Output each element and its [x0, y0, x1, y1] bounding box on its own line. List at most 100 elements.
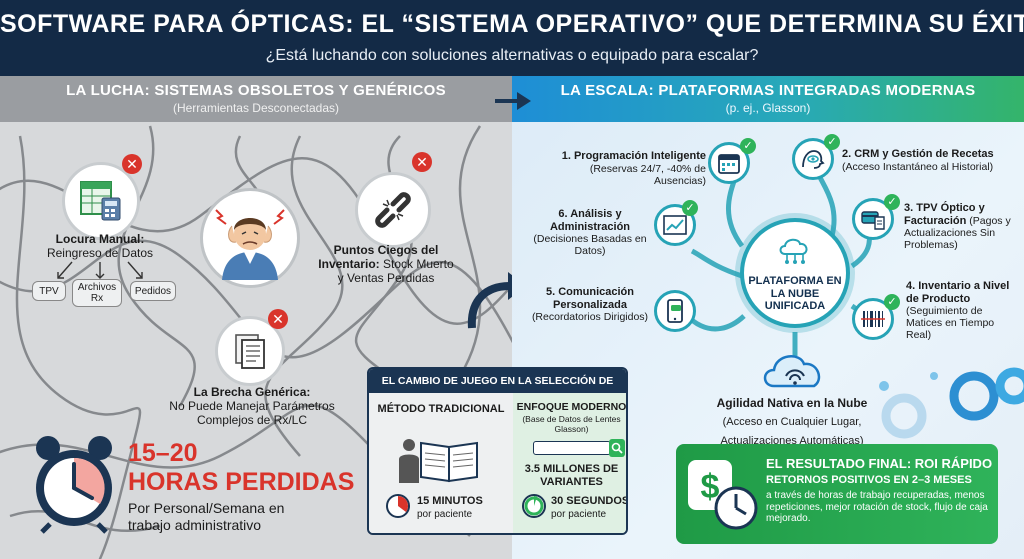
gears-icon	[879, 367, 1024, 439]
feature-5-title: 5. Comunicación Personalizada	[545, 286, 635, 311]
hub-label: PLATAFORMA EN LA NUBE UNIFICADA	[748, 275, 842, 313]
traditional-method: MÉTODO TRADICIONAL 15 MINUTOS por pacien…	[369, 393, 513, 533]
modern-title: ENFOQUE MODERNO	[516, 401, 627, 413]
modern-time: 30 SEGUNDOS	[551, 495, 628, 507]
timer-red-icon	[386, 494, 410, 518]
stressed-person-icon	[215, 209, 285, 280]
feature-3-desc: (Pagos y Actualizaciones Sin Problemas)	[904, 214, 1011, 252]
check-icon: ✓	[884, 194, 900, 210]
manual-arrows	[57, 261, 143, 279]
generic-text: La Brecha Genérica: No Puede Manejar Par…	[162, 385, 342, 427]
error-x-icon: ✕	[412, 152, 432, 172]
modern-unit: por paciente	[551, 509, 607, 520]
inventory-text: Puntos Ciegos del Inventario: Stock Muer…	[318, 243, 454, 285]
left-panel: LA LUCHA: SISTEMAS OBSOLETOS Y GENÉRICOS…	[0, 76, 512, 559]
left-subheading: (Herramientas Desconectadas)	[172, 101, 340, 115]
feature-5-desc: (Recordatorios Dirigidos)	[531, 311, 649, 324]
documents-icon	[235, 334, 265, 369]
lens-selection-card: EL CAMBIO DE JUEGO EN LA SELECCIÓN DE LE…	[367, 367, 628, 535]
feature-6-desc: (Decisiones Basadas en Datos)	[533, 233, 647, 258]
right-heading: LA ESCALA: PLATAFORMAS INTEGRADAS MODERN…	[560, 82, 976, 99]
pill-tpv: TPV	[32, 281, 66, 301]
page-subtitle: ¿Está luchando con soluciones alternativ…	[265, 47, 759, 64]
check-icon: ✓	[824, 134, 840, 150]
feature-3: 3. TPV Óptico y Facturación (Pagos y Act…	[904, 202, 1020, 251]
result-title: EL RESULTADO FINAL: ROI RÁPIDO	[766, 456, 993, 471]
lost-hours-sub2: trabajo administrativo	[128, 517, 262, 533]
traditional-unit: por paciente	[417, 509, 473, 520]
feature-5: 5. Comunicación Personalizada (Recordato…	[530, 286, 650, 323]
feature-2-title: 2. CRM y Gestión de Recetas	[842, 148, 994, 160]
pill-archivos: Archivos Rx	[72, 279, 122, 307]
feature-4-desc: (Seguimiento de Matices en Tiempo Real)	[906, 305, 995, 342]
inventory-sub: Stock Muerto y Ventas Perdidas	[337, 256, 454, 285]
calendar-icon	[718, 154, 740, 174]
broken-chain-icon	[375, 192, 411, 228]
cloud-text: Agilidad Nativa en la Nube (Acceso en Cu…	[692, 394, 892, 449]
feature-6: 6. Análisis y Administración (Decisiones…	[530, 208, 650, 257]
pill-pedidos: Pedidos	[130, 281, 176, 301]
feature-3-title: 3. TPV Óptico y Facturación	[904, 202, 985, 227]
curved-arrow-icon	[467, 272, 512, 329]
cloud-network-icon	[779, 238, 808, 264]
cloud-title: Agilidad Nativa en la Nube	[716, 396, 868, 410]
check-icon: ✓	[682, 200, 698, 216]
variants-count: 3.5 MILLONES DE VARIANTES	[524, 463, 619, 488]
money-clock-icon: $	[688, 460, 758, 530]
modern-sub: (Base de Datos de Lentes Glasson)	[522, 414, 621, 434]
lost-hours-label: HORAS PERDIDAS	[128, 468, 355, 496]
lens-search-button[interactable]	[609, 439, 625, 457]
feature-6-title: 6. Análisis y Administración	[549, 208, 631, 233]
manual-title: Locura Manual:	[55, 232, 145, 246]
lost-hours-sub1: Por Personal/Semana en	[128, 500, 285, 516]
result-card: $ EL RESULTADO FINAL: ROI RÁPIDO RETORNO…	[676, 444, 998, 544]
cloud-platform-hub: PLATAFORMA EN LA NUBE UNIFICADA	[740, 218, 850, 328]
feature-4: 4. Inventario a Nivel de Producto (Segui…	[906, 280, 1020, 341]
open-book-person-icon	[399, 439, 478, 483]
generic-title: La Brecha Genérica:	[193, 385, 311, 399]
check-icon: ✓	[884, 294, 900, 310]
feature-1-title: 1. Programación Inteligente	[561, 150, 706, 162]
barcode-icon	[861, 311, 885, 327]
generic-sub: No Puede Manejar Parámetros Complejos de…	[169, 398, 335, 427]
feature-node-scheduling	[708, 142, 750, 184]
check-icon: ✓	[740, 138, 756, 154]
modern-method: ENFOQUE MODERNO (Base de Datos de Lentes…	[513, 393, 628, 533]
manual-circle	[62, 162, 140, 240]
cloud-wifi-icon	[763, 355, 821, 388]
page-title: SOFTWARE PARA ÓPTICAS: EL “SISTEMA OPERA…	[0, 10, 1024, 38]
feature-4-title: 4. Inventario a Nivel de Producto	[906, 280, 1010, 305]
alarm-clock-icon	[36, 436, 112, 534]
inventory-title: Puntos Ciegos del Inventario:	[318, 243, 439, 271]
inventory-circle	[355, 172, 431, 248]
cloud-sub: (Acceso en Cualquier Lugar, Actualizacio…	[720, 416, 864, 447]
search-icon	[611, 442, 623, 454]
feature-1: 1. Programación Inteligente (Reservas 24…	[542, 150, 706, 187]
feature-2: 2. CRM y Gestión de Recetas (Acceso Inst…	[842, 148, 1020, 173]
spreadsheet-calculator-icon	[80, 181, 121, 221]
error-x-icon: ✕	[122, 154, 142, 174]
manual-text: Locura Manual: Reingreso de Datos	[40, 232, 160, 261]
feature-node-communication	[654, 290, 696, 332]
result-subtitle: RETORNOS POSITIVOS EN 2–3 MESES	[766, 474, 972, 486]
feature-1-desc: (Reservas 24/7, -40% de Ausencias)	[589, 162, 706, 187]
analytics-chart-icon	[663, 215, 687, 235]
feature-2-desc: (Acceso Instantáneo al Historial)	[842, 160, 994, 173]
manual-sub: Reingreso de Datos	[46, 245, 154, 260]
card-receipt-icon	[861, 211, 885, 230]
traditional-time: 15 MINUTOS	[417, 495, 483, 507]
right-arrow-icon	[495, 92, 531, 110]
stressed-person-circle	[200, 188, 300, 288]
eye-profile-icon	[802, 150, 825, 169]
traditional-title: MÉTODO TRADICIONAL	[377, 403, 505, 415]
lens-search-input[interactable]	[533, 441, 611, 455]
result-desc: a través de horas de trabajo recuperadas…	[766, 490, 988, 524]
timer-green-icon	[522, 494, 546, 518]
error-x-icon: ✕	[268, 309, 288, 329]
smartphone-icon	[667, 299, 683, 323]
svg-text:$: $	[701, 468, 720, 506]
lens-heading: EL CAMBIO DE JUEGO EN LA SELECCIÓN DE LE…	[369, 369, 626, 411]
lost-hours-value: 15–20	[128, 439, 198, 467]
right-heading-band: LA ESCALA: PLATAFORMAS INTEGRADAS MODERN…	[512, 76, 1024, 122]
left-heading-band: LA LUCHA: SISTEMAS OBSOLETOS Y GENÉRICOS…	[0, 76, 512, 122]
